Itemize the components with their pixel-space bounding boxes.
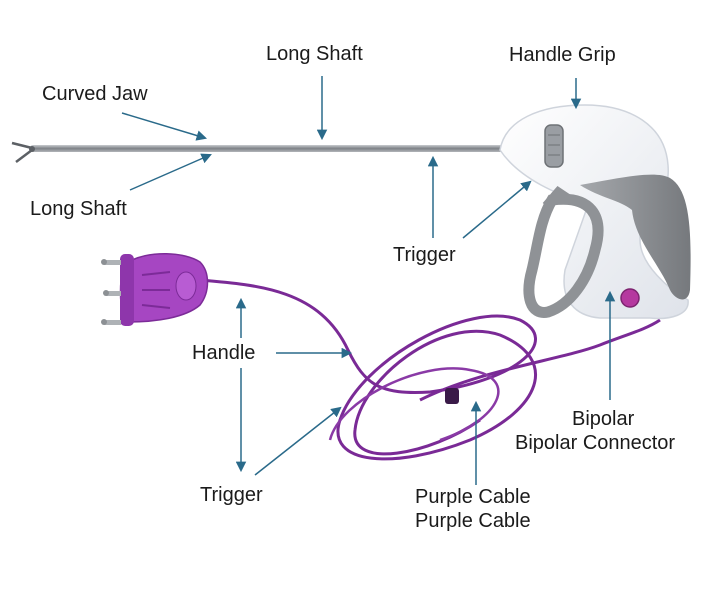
cable-clip: [445, 388, 459, 404]
arrow-long-shaft-left: [129, 153, 212, 191]
label-purple-cable-1: Purple Cable: [415, 486, 531, 508]
purple-cable: [199, 278, 661, 461]
label-long-shaft-left: Long Shaft: [30, 198, 127, 220]
bipolar-connector-plug: [101, 253, 209, 326]
arrows: [121, 76, 616, 485]
arrow-trigger-bottom: [254, 406, 342, 476]
long-shaft: [30, 145, 505, 152]
trigger-loop: [523, 193, 604, 318]
rotation-wheel: [544, 124, 564, 168]
handle-grip: [580, 174, 691, 300]
label-purple-cable-2: Purple Cable: [415, 510, 531, 532]
bipolar-button: [620, 288, 640, 308]
arrow-trigger-right-b: [462, 180, 532, 239]
handle-body: [499, 104, 691, 320]
label-bipolar: Bipolar: [572, 408, 635, 430]
curved-jaw: [11, 141, 35, 163]
label-trigger-bottom: Trigger: [200, 484, 263, 506]
label-trigger-right: Trigger: [393, 244, 456, 266]
label-bipolar-connector: Bipolar Connector: [515, 432, 676, 454]
label-long-shaft-top: Long Shaft: [266, 43, 363, 65]
arrow-curved-jaw: [121, 112, 208, 141]
label-curved-jaw: Curved Jaw: [42, 83, 148, 105]
label-handle: Handle: [192, 342, 256, 364]
label-handle-grip: Handle Grip: [509, 44, 616, 66]
